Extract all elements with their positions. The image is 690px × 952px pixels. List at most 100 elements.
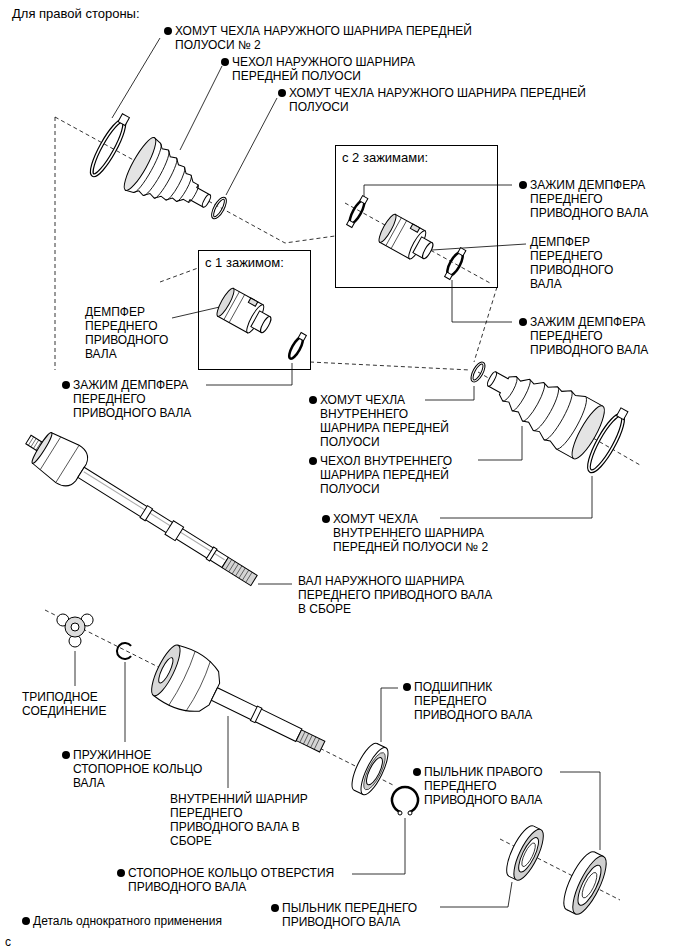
damper-clip <box>298 333 306 341</box>
tripod-joint <box>65 617 85 637</box>
outer-boot <box>119 134 160 193</box>
single-use-marker <box>519 318 527 326</box>
inner-boot <box>486 371 498 387</box>
outer-boot <box>119 134 223 228</box>
outer-joint-shaft <box>222 557 257 585</box>
leader-line <box>364 185 512 198</box>
axis-line <box>45 117 640 900</box>
leader-line <box>258 584 292 585</box>
damper-clip <box>445 272 453 279</box>
damper <box>259 315 273 334</box>
outer-joint-shaft <box>30 429 92 491</box>
single-use-marker <box>309 396 317 404</box>
bearing <box>347 740 393 798</box>
part-label: ХОМУТ ЧЕХЛА НАРУЖНОГО ШАРНИРА ПЕРЕДНЕЙ П… <box>289 86 634 114</box>
shaft-snap-ring <box>117 643 131 659</box>
damper <box>376 212 399 244</box>
damper <box>214 286 237 318</box>
dust-seal <box>515 835 542 874</box>
inner-joint <box>296 730 325 752</box>
hole-snap-ring <box>408 811 412 815</box>
inner-boot-clamp-small <box>470 361 487 382</box>
outer-boot-clamp-large <box>87 117 129 178</box>
single-use-marker <box>309 457 317 465</box>
damper-clip <box>443 247 468 281</box>
part-label: ПЫЛЬНИК ПЕРЕДНЕГО ПРИВОДНОГО ВАЛА <box>282 901 442 929</box>
part-label: ДЕМПФЕР ПЕРЕДНЕГО ПРИВОДНОГО ВАЛА <box>530 235 635 291</box>
outer-joint-shaft <box>84 472 225 560</box>
outer-boot-clamp-large <box>87 117 129 178</box>
right-dust-seal <box>557 848 612 919</box>
leader-line <box>180 66 222 150</box>
dust-seal <box>501 822 549 884</box>
leader-line <box>75 38 600 907</box>
tripod-joint <box>57 614 93 647</box>
outer-joint-shaft <box>206 547 217 561</box>
tripod-joint <box>71 623 79 631</box>
inner-boot <box>475 352 609 463</box>
damper-clip <box>360 196 368 204</box>
leader-line <box>206 363 292 385</box>
part-label: ДЕМПФЕР ПЕРЕДНЕГО ПРИВОДНОГО ВАЛА <box>85 305 185 361</box>
damper <box>214 286 276 340</box>
leader-line <box>432 244 526 250</box>
inner-boot-clamp-small <box>470 361 487 382</box>
part-label: ВАЛ НАРУЖНОГО ШАРНИРА ПЕРЕДНЕГО ПРИВОДНО… <box>298 574 503 616</box>
damper-clip <box>346 195 369 228</box>
hole-snap-ring <box>392 787 418 812</box>
single-use-marker <box>519 181 527 189</box>
inner-joint <box>300 732 320 750</box>
inner-boot-clamp-large <box>583 406 631 475</box>
part-label: ВНУТРЕННИЙ ШАРНИР ПЕРЕДНЕГО ПРИВОДНОГО В… <box>170 792 320 848</box>
outer-joint-shaft <box>78 467 229 567</box>
part-label: ТРИПОДНОЕ СОЕДИНЕНИЕ <box>22 690 132 718</box>
bearing <box>363 756 385 787</box>
dust-seal <box>508 826 549 884</box>
outer-joint-shaft <box>140 506 153 521</box>
leader-line <box>381 688 398 742</box>
single-use-marker <box>62 751 70 759</box>
bearing <box>356 744 393 798</box>
single-use-marker <box>278 89 286 97</box>
diagram-title: Для правой стороны: <box>12 6 140 22</box>
leader-line <box>560 772 600 850</box>
outer-boot-clamp-small <box>210 196 228 219</box>
inner-joint <box>250 706 262 723</box>
inner-boot-clamp-large <box>583 411 628 475</box>
axis-line <box>160 268 198 282</box>
single-use-marker <box>62 381 70 389</box>
right-dust-seal <box>566 852 612 918</box>
dust-seal <box>519 841 538 868</box>
axis-line <box>474 287 497 362</box>
axis-line <box>55 117 335 243</box>
part-label: ПОДШИПНИК ПЕРЕДНЕГО ПРИВОДНОГО ВАЛА <box>414 680 564 722</box>
single-use-marker <box>322 515 330 523</box>
part-label: ХОМУТ ЧЕХЛА ВНУТРЕННЕГО ШАРНИРА ПЕРЕДНЕЙ… <box>333 512 508 554</box>
damper <box>376 212 438 266</box>
single-use-marker <box>164 27 172 35</box>
outer-boot <box>201 194 212 209</box>
outer-joint-shaft <box>30 431 54 465</box>
outer-boot-clamp-small <box>210 196 228 219</box>
outer-boot-clamp-small <box>210 196 228 219</box>
damper-clip <box>347 220 355 227</box>
outer-joint-shaft <box>165 521 184 541</box>
frame-heading: с 1 зажимом: <box>199 251 290 271</box>
leader-line <box>352 818 405 874</box>
leader-line <box>452 280 512 322</box>
legend-text: Деталь однократного применения <box>33 914 222 928</box>
part-label: ЧЕХОЛ НАРУЖНОГО ШАРНИРА ПЕРЕДНЕЙ ПОЛУОСИ <box>232 55 447 83</box>
hole-snap-ring <box>392 787 418 815</box>
single-use-marker <box>403 683 411 691</box>
part-label: ЧЕХОЛ ВНУТРЕННЕГО ШАРНИРА ПЕРЕДНЕЙ ПОЛУО… <box>320 454 505 496</box>
axis-line <box>345 203 490 283</box>
inner-joint <box>156 656 175 685</box>
damper <box>410 224 419 232</box>
single-use-marker <box>413 768 421 776</box>
single-use-marker <box>271 904 279 912</box>
leader-line <box>440 476 592 518</box>
leader-line <box>75 651 76 686</box>
leader-line <box>112 38 160 118</box>
part-label: ПЫЛЬНИК ПРАВОГО ПЕРЕДНЕГО ПРИВОДНОГО ВАЛ… <box>424 765 564 807</box>
